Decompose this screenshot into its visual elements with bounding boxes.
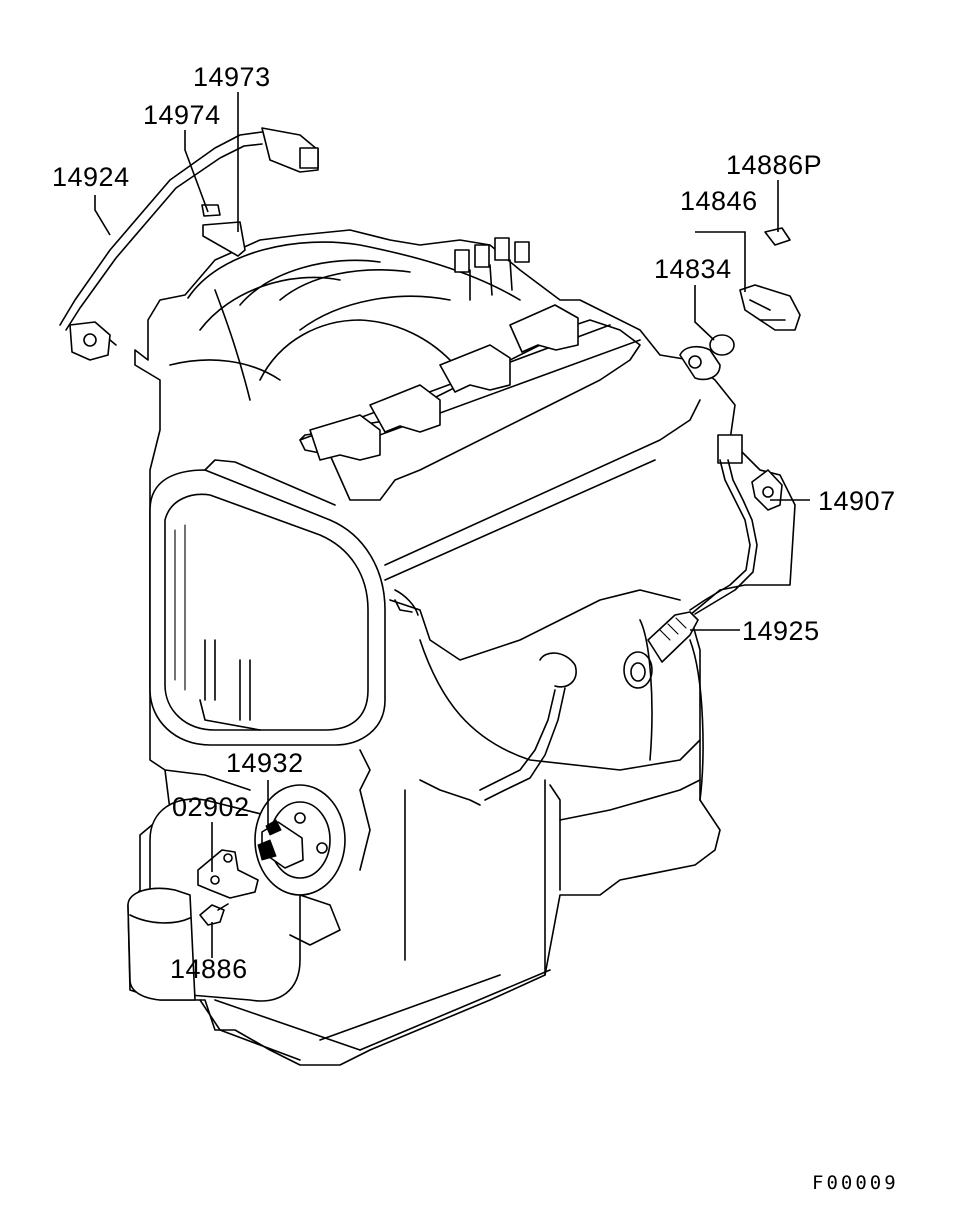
label-14886P: 14886P [726, 150, 822, 180]
crank-sensor-bracket [197, 849, 259, 899]
label-14973: 14973 [193, 62, 271, 92]
label-02902: 02902 [172, 792, 250, 822]
part-number-labels: 14973 14974 14924 14886P 14846 14834 149… [52, 62, 899, 1194]
leader-lines [94, 92, 810, 958]
figure-code: F00009 [812, 1172, 899, 1194]
label-14932: 14932 [226, 748, 304, 778]
label-14886: 14886 [170, 954, 248, 984]
cam-position-sensor [709, 227, 801, 356]
label-14925: 14925 [742, 616, 820, 646]
engine-block-drawing [127, 229, 796, 1066]
label-14834: 14834 [654, 254, 732, 284]
knock-sensor-harness [59, 127, 319, 361]
harness-bracket [201, 204, 246, 257]
bolt-14886 [199, 903, 229, 926]
label-14846: 14846 [680, 186, 758, 216]
o2-sensor-harness [689, 434, 783, 615]
crank-position-sensor [257, 819, 304, 869]
o2-sensor [647, 611, 699, 663]
label-14974: 14974 [143, 100, 221, 130]
label-14907: 14907 [818, 486, 896, 516]
label-14924: 14924 [52, 162, 130, 192]
